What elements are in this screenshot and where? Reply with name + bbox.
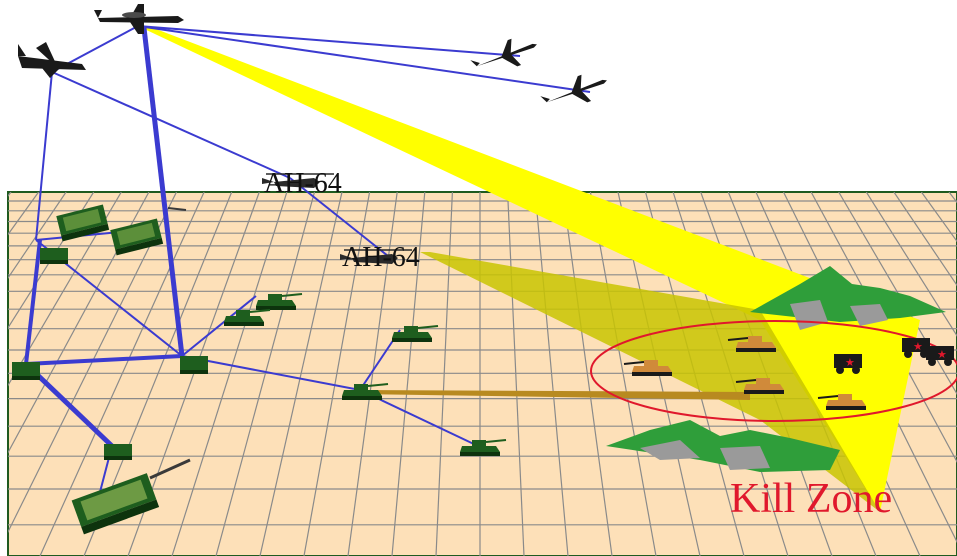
link-cargo-launcher xyxy=(35,71,53,241)
grid-line xyxy=(435,192,453,556)
radar-vehicle-icon xyxy=(40,248,68,264)
helicopter-sensor-beam xyxy=(420,252,880,512)
grid-line xyxy=(303,192,371,556)
fighter-jet-icon xyxy=(540,74,607,103)
tank-icon xyxy=(224,309,271,326)
missile-launcher-icon xyxy=(56,204,110,242)
sensor-beams xyxy=(138,26,920,512)
grid-line xyxy=(893,192,957,287)
tank-icon xyxy=(256,293,303,310)
link-command-ground xyxy=(25,354,183,366)
kill-zone-ring xyxy=(590,320,957,422)
attack-helicopter-icon xyxy=(262,173,334,188)
link-cargo-helicopter1 xyxy=(51,71,291,179)
attack-helicopter-icon xyxy=(340,249,412,264)
helicopter-1-label: AH-64 xyxy=(264,168,342,199)
tank-icon xyxy=(342,383,389,400)
link-helicopter1-helicopter2 xyxy=(289,177,389,257)
grid-line xyxy=(589,192,657,556)
grid-line xyxy=(8,192,67,280)
grid-line xyxy=(8,192,178,534)
helicopter-2-label: AH-64 xyxy=(342,242,420,273)
grid-line xyxy=(507,192,525,556)
grid-line xyxy=(347,192,398,556)
grid-line xyxy=(39,192,205,556)
link-awacs-fighter2 xyxy=(137,25,591,93)
enemy-tank-icon xyxy=(735,378,784,394)
enemy-armored-vehicle-icon: ★ xyxy=(902,338,930,358)
link-launcher-command xyxy=(24,239,42,365)
grid-line xyxy=(838,192,957,396)
grid-line xyxy=(534,192,569,556)
enemy-tank-icon xyxy=(817,394,866,410)
grid-line xyxy=(259,192,343,556)
tank-icon xyxy=(392,325,439,342)
radar-vehicle-icon xyxy=(104,444,132,460)
command-vehicle-icon xyxy=(180,356,208,374)
cargo-aircraft-icon xyxy=(18,42,86,78)
svg-text:★: ★ xyxy=(937,348,947,361)
communication-links xyxy=(24,25,591,493)
fighter-jet-icon xyxy=(470,38,537,67)
link-ground-tank1 xyxy=(181,295,257,357)
awacs-sensor-beam xyxy=(138,26,920,512)
grid-line xyxy=(391,192,426,556)
tank-icon xyxy=(460,439,507,456)
enemy-tank-icon xyxy=(623,360,672,376)
grid-line xyxy=(562,192,613,556)
tank-fire-beam xyxy=(360,390,750,400)
grid-line xyxy=(865,192,957,337)
rocket-launcher-icon xyxy=(71,473,160,535)
grid-line xyxy=(171,192,288,556)
svg-text:★: ★ xyxy=(913,340,923,353)
grid-line xyxy=(215,192,316,556)
hill-icon xyxy=(606,420,840,472)
kill-zone-label: Kill Zone xyxy=(730,476,892,522)
awacs-aircraft-icon xyxy=(94,4,184,34)
link-awacs-fighter1 xyxy=(137,25,521,57)
grid-line xyxy=(810,192,957,463)
link-command-rocket xyxy=(24,362,114,448)
missile-launcher-icon xyxy=(110,218,164,256)
link-ground-tank3 xyxy=(181,355,361,391)
enemy-armored-vehicle-icon: ★ xyxy=(926,346,954,366)
enemy-tank-icon xyxy=(727,336,776,352)
missile-icon xyxy=(149,207,191,480)
enemy-armored-vehicle-icon: ★ xyxy=(834,354,862,374)
command-vehicle-icon xyxy=(12,362,40,380)
link-awacs-ground xyxy=(141,27,185,357)
svg-text:★: ★ xyxy=(845,356,855,369)
